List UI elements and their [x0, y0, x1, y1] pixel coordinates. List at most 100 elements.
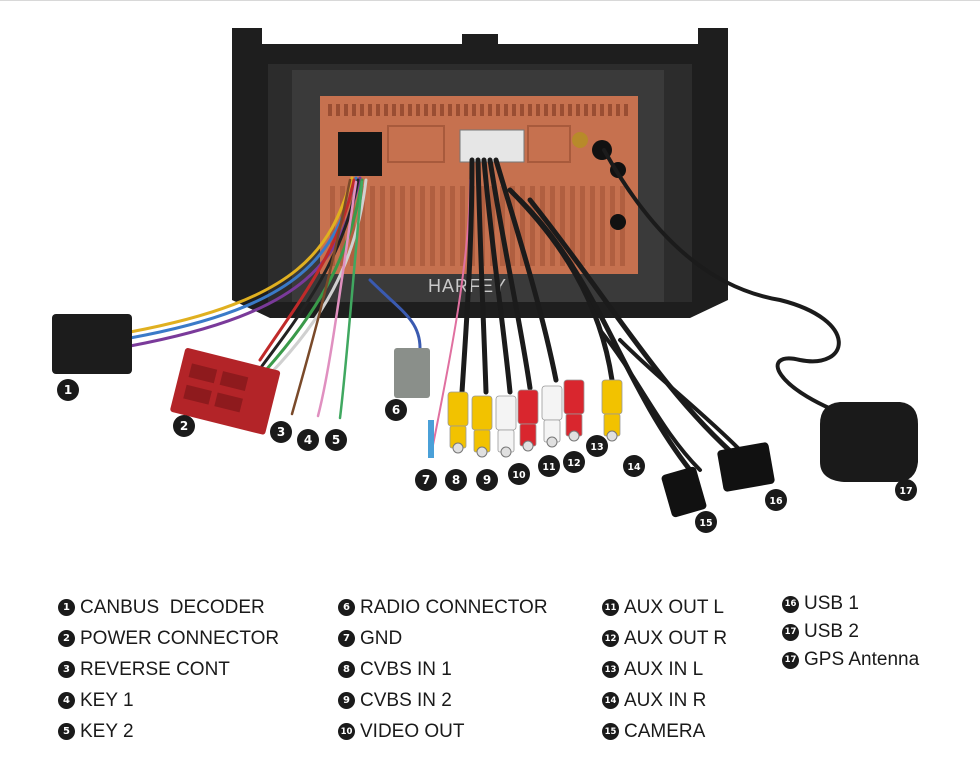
cable-cvbs2 — [475, 157, 489, 395]
legend-item: 9 CVBS IN 2 — [338, 685, 548, 716]
callout-badge-circle — [325, 429, 347, 451]
callout-badge-17: 17 — [895, 479, 917, 501]
legend-number: 17 — [782, 651, 799, 669]
rca-plug — [471, 395, 493, 458]
legend-item: 14 AUX IN R — [602, 685, 727, 716]
vent-slot-top — [472, 104, 476, 116]
vent-slot-bottom — [520, 186, 525, 266]
callout-badge-circle — [476, 469, 498, 491]
mount-tab-left — [232, 28, 262, 48]
callout-badge-number: 12 — [567, 458, 580, 469]
vent-slot-top — [360, 104, 364, 116]
legend-number: 9 — [338, 692, 355, 709]
vent-slot-bottom — [430, 186, 435, 266]
cable-usb2 — [527, 197, 743, 463]
vent-slot-top — [504, 104, 508, 116]
legend-label: GPS Antenna — [804, 649, 920, 670]
cable-usb1 — [517, 197, 693, 473]
vent-slot-bottom — [570, 186, 575, 266]
rca-plug — [517, 389, 539, 452]
callout-badge-8: 8 — [445, 469, 467, 491]
wire-reverse — [290, 178, 352, 416]
vent-slot-top — [448, 104, 452, 116]
legend-number: 3 — [58, 661, 75, 678]
vent-slot-bottom — [590, 186, 595, 266]
legend-number: 6 — [338, 599, 355, 616]
vent-slot-top — [576, 104, 580, 116]
legend-label: CVBS IN 2 — [360, 689, 452, 711]
callout-badge-2: 2 — [173, 415, 195, 437]
callout-badge-circle — [415, 469, 437, 491]
callout-badge-number: 10 — [512, 470, 526, 481]
vent-slot-bottom — [480, 186, 485, 266]
callout-badge-number: 2 — [180, 419, 188, 433]
legend-number: 11 — [602, 599, 619, 616]
callout-badge-number: 3 — [277, 425, 285, 439]
callout-badge-11: 11 — [538, 455, 560, 477]
vent-slot-top — [368, 104, 372, 116]
callout-badge-number: 7 — [422, 473, 430, 487]
vent-slot-top — [608, 104, 612, 116]
vent-slot-bottom — [420, 186, 425, 266]
rca-plug — [601, 379, 623, 442]
wire-canbus-yellow — [128, 176, 354, 334]
callout-badge-number: 8 — [452, 473, 460, 487]
callout-badge-16: 16 — [765, 489, 787, 511]
vent-slot-top — [512, 104, 516, 116]
panel-label-box — [387, 125, 445, 163]
wire-power-white — [268, 178, 368, 376]
callout-badge-number: 11 — [542, 462, 555, 473]
callout-badge-circle — [695, 511, 717, 533]
vent-slot-top — [624, 104, 628, 116]
vent-slot-bottom — [340, 186, 345, 266]
legend-number: 12 — [602, 630, 619, 647]
legend-label: AUX OUT R — [624, 627, 728, 649]
connector-av — [459, 129, 525, 163]
vent-slot-bottom — [370, 186, 375, 266]
vent-slot-bottom — [560, 186, 565, 266]
vent-slot-top — [336, 104, 340, 116]
legend-number: 14 — [602, 692, 619, 709]
callout-badge-circle — [765, 489, 787, 511]
legend-number: 8 — [338, 661, 355, 678]
vent-slot-top — [384, 104, 388, 116]
vent-slot-top — [592, 104, 596, 116]
callout-badge-number: 15 — [699, 518, 712, 529]
wire-bundle — [128, 148, 862, 473]
legend-number: 15 — [602, 723, 619, 740]
legend-label: USB 1 — [804, 593, 859, 614]
vent-slot-bottom — [580, 186, 585, 266]
vent-slot-top — [488, 104, 492, 116]
legend-label: POWER CONNECTOR — [80, 627, 280, 649]
vent-slot-bottom — [530, 186, 535, 266]
legend-number: 7 — [338, 630, 355, 647]
canbus-decoder — [52, 314, 132, 374]
callout-badge-circle — [895, 479, 917, 501]
gps-antenna — [820, 402, 918, 482]
callout-badge-circle — [297, 429, 319, 451]
legend-label: AUX IN L — [624, 658, 704, 680]
rca-plug — [495, 395, 517, 458]
panel-label-box-2 — [527, 125, 571, 163]
vent-slot-bottom — [380, 186, 385, 266]
legend-label: CANBUS DECODER — [80, 596, 265, 618]
legend-label: KEY 2 — [80, 720, 134, 742]
vent-slot-top — [400, 104, 404, 116]
rca-plug — [563, 379, 585, 442]
callout-badge-circle — [623, 455, 645, 477]
wire-power-red — [258, 178, 356, 362]
vent-slot-top — [480, 104, 484, 116]
vent-slot-bottom — [510, 186, 515, 266]
legend-label: AUX IN R — [624, 689, 707, 711]
callout-badge-circle — [538, 455, 560, 477]
